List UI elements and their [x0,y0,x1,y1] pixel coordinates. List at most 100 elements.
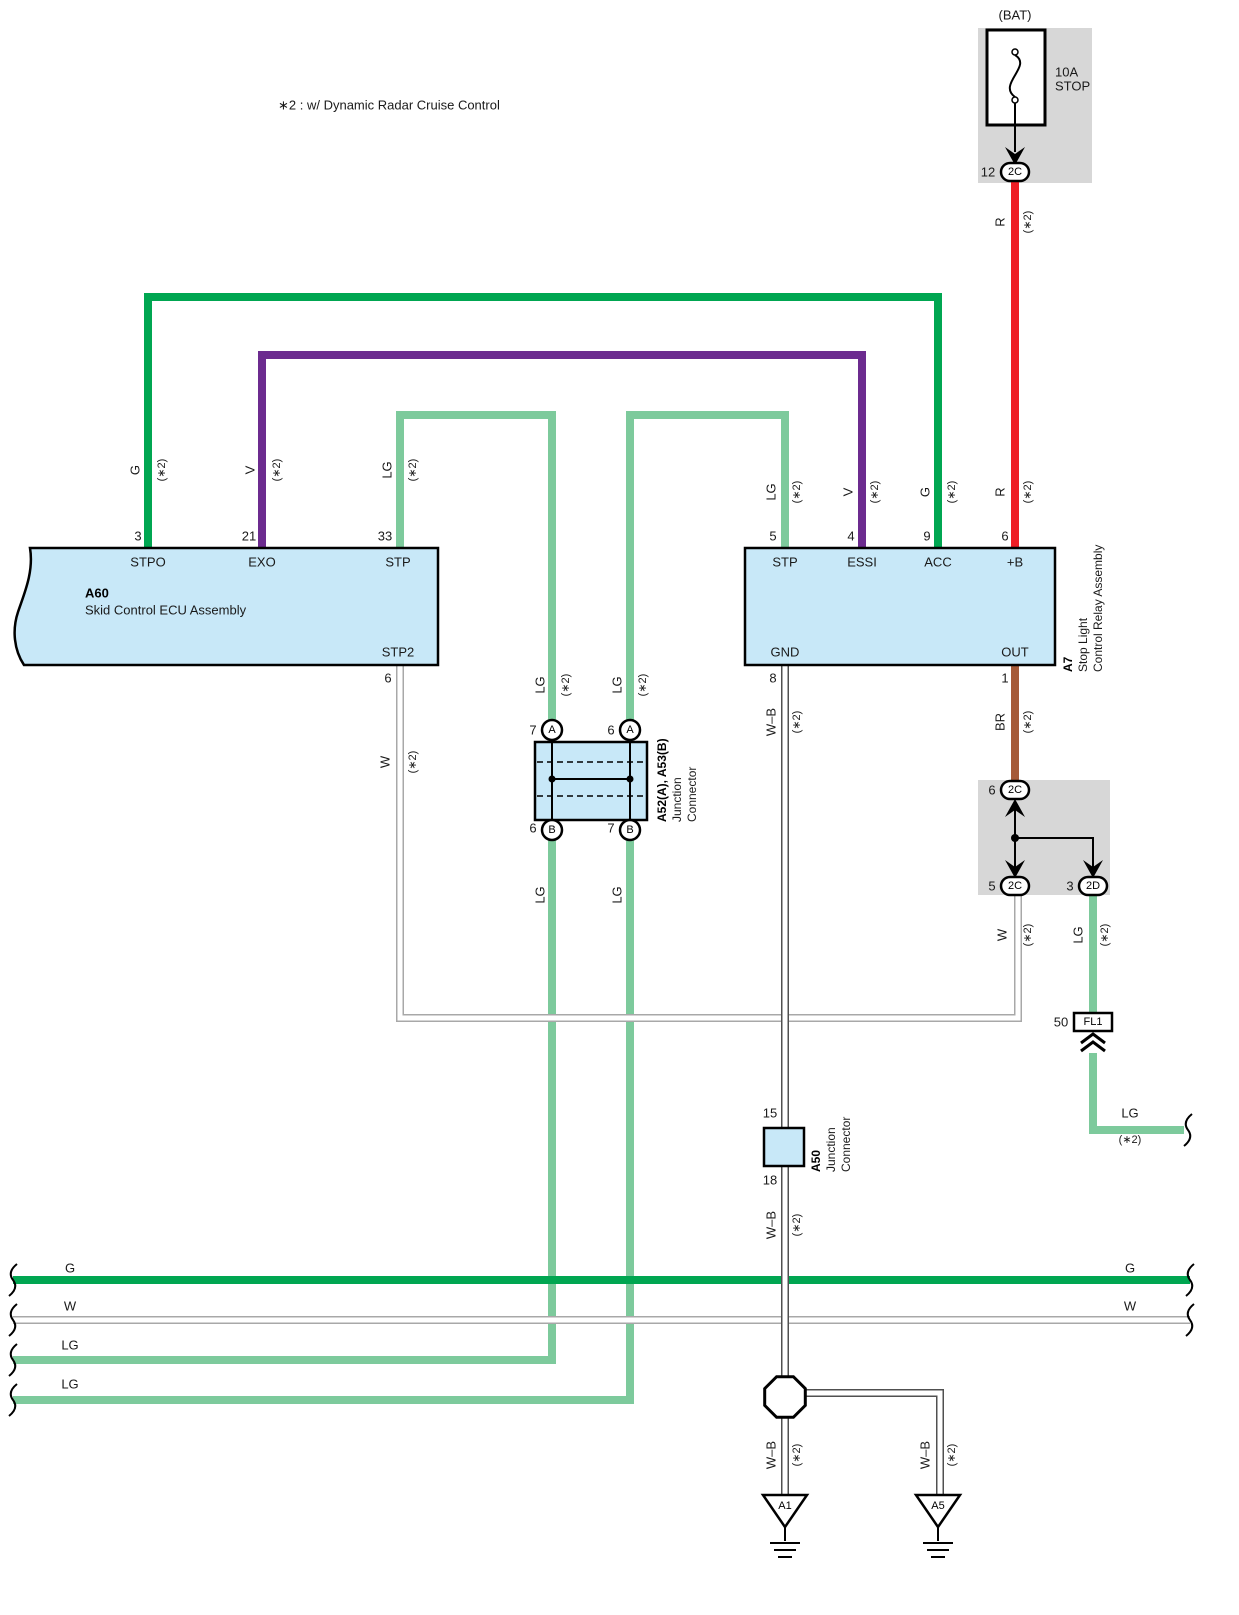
option-tag: (∗2) [791,481,803,504]
pin-number: 7 [607,821,614,836]
wire-label: R [993,487,1008,496]
connector-letter: A [626,724,634,736]
bus-label-w-right: W [1124,1299,1137,1314]
bus-label-lg-1: LG [61,1338,78,1353]
pin-number: 6 [607,723,614,738]
pin-number: 6 [529,821,536,836]
wire-label: W–B [918,1441,933,1469]
a50-name-line2: Connector [839,1117,853,1172]
pin-number: 9 [923,529,930,544]
option-tag: (∗2) [791,1444,803,1467]
option-tag: (∗2) [1022,211,1034,234]
connector-letter: A [548,724,556,736]
wire-label: LG [764,483,779,500]
a7-name-line2: Control Relay Assembly [1091,545,1105,672]
a50-junction-connector [762,1126,806,1168]
option-tag: (∗2) [637,674,649,697]
fuse-terminal-top [1011,48,1019,56]
a7-terminal-acc: ACC [924,555,951,570]
a7-terminal-essi: ESSI [847,555,877,570]
wire-label: BR [993,713,1008,731]
a50-name-line1: Junction [824,1127,838,1172]
wire-label: LG [610,886,625,903]
break-mark-left-lg [8,1343,18,1377]
fuse-element-icon [1008,54,1022,98]
ground-a5 [913,1493,963,1558]
connector-a-left [540,718,564,742]
chevron-up-icon [1080,1032,1106,1045]
wire-label: W [995,928,1010,941]
wire-label: R [993,217,1008,226]
option-tag: (∗2) [791,711,803,734]
junction-dot-left [548,775,556,783]
option-tag: (∗2) [560,674,572,697]
wire-label: W–B [764,708,779,736]
option-tag: (∗2) [946,1444,958,1467]
relay-junction-branch [1015,837,1094,867]
bus-label-g-left: G [65,1261,75,1276]
pin-number: 6 [988,783,995,798]
pin-number: 3 [1066,879,1073,894]
option-tag: (∗2) [1099,924,1111,947]
fuse-name: STOP [1055,79,1090,94]
ground-a5-triangle [913,1493,963,1530]
arrow-down-icon [1005,147,1025,165]
connector-b-right [618,818,642,842]
bus-label-g-right: G [1125,1261,1135,1276]
connector-a-right [618,718,642,742]
pin-number: 6 [1001,529,1008,544]
relay-junction [999,779,1109,897]
ground-a5-label: A5 [931,1500,944,1512]
a7-code: A7 [1061,656,1075,672]
break-mark-right-w [1185,1303,1195,1337]
option-tag: (∗2) [271,459,283,482]
fuse [985,28,1047,183]
fuse-rating: 10A [1055,65,1078,80]
pin-number: 5 [988,879,995,894]
pin-number: 3 [134,529,141,544]
bus-label-w-left: W [64,1299,77,1314]
pin-number: 4 [847,529,854,544]
fuse-terminal-bottom [1011,96,1019,104]
pin-number: 12 [981,165,995,180]
connector-b-left [540,818,564,842]
wire-label: G [128,465,143,475]
wire-label: W–B [764,1441,779,1469]
pin-number: 7 [529,723,536,738]
wire-lg-a53-out [13,840,634,1404]
connector-code: 2C [1008,784,1022,796]
wire-label: W–B [764,1211,779,1239]
connector-letter: B [626,824,633,836]
wire-label-lg-out: LG [1121,1106,1138,1121]
pin-number: 21 [242,529,256,544]
a52-a53-name-line2: Connector [685,767,699,822]
a50-code: A50 [809,1150,823,1172]
option-tag: (∗2) [1022,711,1034,734]
connector-code: 2D [1086,880,1100,892]
wire-white-stp2 [397,665,1021,1021]
a60-terminal-stp2: STP2 [382,645,415,660]
a60-name: Skid Control ECU Assembly [85,603,247,618]
ground-a1-label: A1 [778,1500,791,1512]
wire-green-stpo-acc [144,293,942,548]
a7-terminal-b: +B [1007,555,1023,570]
wire-wb-to-a5 [806,1390,943,1495]
wire-label: V [243,465,258,474]
wire-label: LG [533,886,548,903]
a60-code: A60 [85,586,109,601]
option-tag: (∗2) [407,751,419,774]
ground-splice-octagon [763,1375,807,1419]
ground-icon [770,1527,800,1558]
a7-terminal-out: OUT [1001,645,1029,660]
wire-lg-a52-out [13,840,556,1364]
fl1-body [1072,1011,1114,1033]
option-tag: (∗2) [1119,1134,1142,1146]
connector-2c-5 [999,875,1031,897]
a60-terminal-stp: STP [385,555,410,570]
break-mark-left-w [8,1303,18,1337]
junction-dot-right [626,775,634,783]
ground-a1-triangle [760,1493,810,1530]
option-tag: (∗2) [407,459,419,482]
option-tag: (∗2) [791,1214,803,1237]
